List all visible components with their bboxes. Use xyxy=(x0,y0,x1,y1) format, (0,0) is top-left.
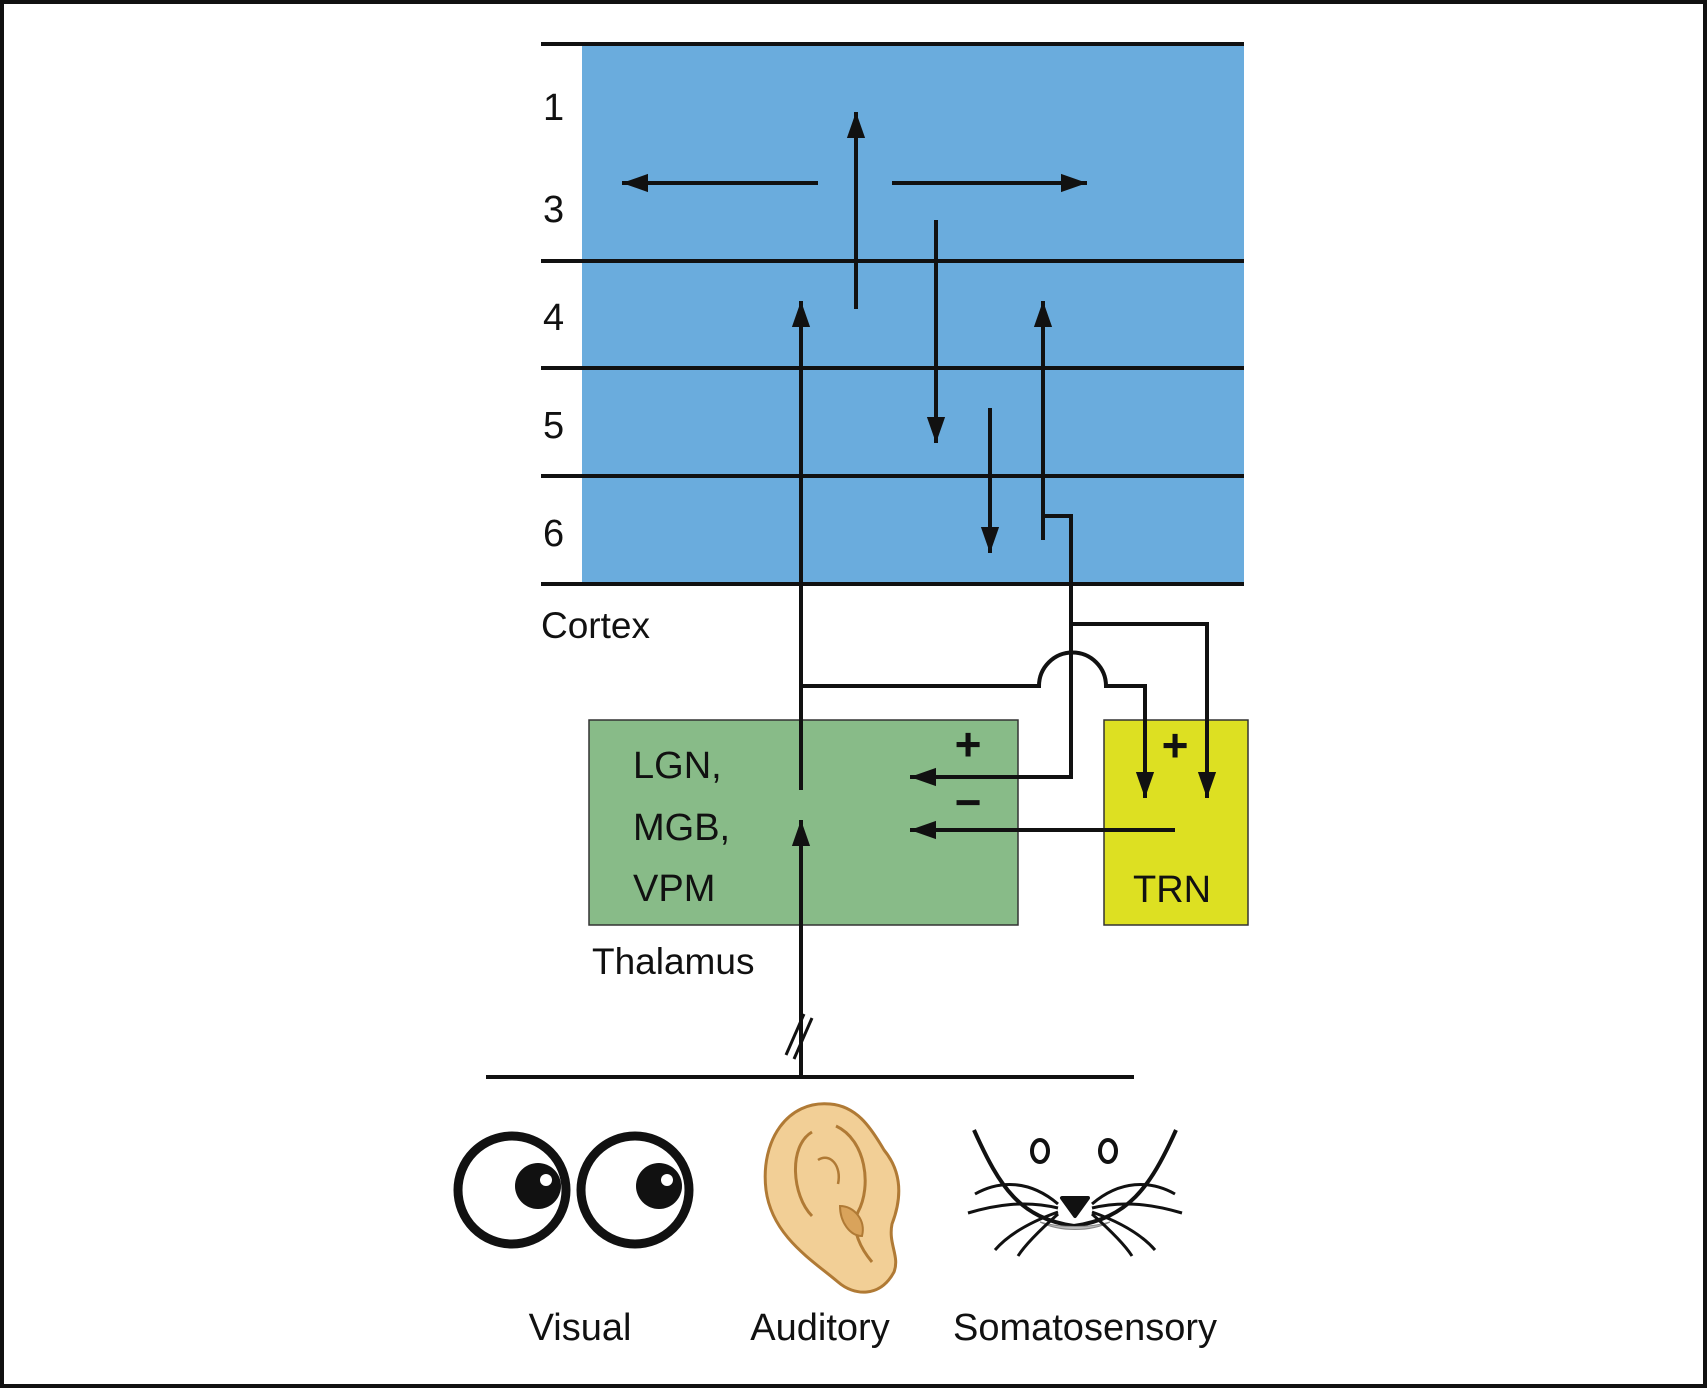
excitatory-sign-trn: + xyxy=(1162,719,1189,771)
cortex-label: Cortex xyxy=(541,605,650,646)
thalamocortical-pathways xyxy=(791,301,1217,1077)
nucleus-label-mgb: MGB, xyxy=(633,807,730,849)
cortex-fill xyxy=(582,44,1244,584)
nucleus-label-lgn: LGN, xyxy=(633,745,722,787)
trn-box xyxy=(1103,719,1249,926)
excitatory-sign-thalamus: + xyxy=(955,718,982,770)
layer-label-5: 5 xyxy=(543,405,564,447)
corticothalamic-feedback xyxy=(910,514,1073,787)
modality-label-somatosensory: Somatosensory xyxy=(953,1307,1217,1349)
intracortical-arrows xyxy=(622,112,1087,553)
layer-label-1: 1 xyxy=(543,87,564,129)
layer-label-6: 6 xyxy=(543,513,564,555)
cortex-block: 1 3 4 5 6 Cortex xyxy=(541,42,1244,646)
layer-label-3: 3 xyxy=(543,189,564,231)
thalamus-label: Thalamus xyxy=(592,941,754,982)
thalamic-collateral-to-trn xyxy=(801,650,1155,798)
layer-label-4: 4 xyxy=(543,297,564,339)
eyes-icon xyxy=(453,1131,694,1249)
modality-label-auditory: Auditory xyxy=(750,1307,889,1349)
modality-label-visual: Visual xyxy=(529,1307,632,1349)
whiskers-icon xyxy=(967,1129,1183,1257)
trn-block: TRN xyxy=(1103,719,1249,926)
nucleus-label-vpm: VPM xyxy=(633,868,715,910)
ear-icon xyxy=(763,1102,901,1294)
corticothalamic-collateral-to-trn xyxy=(1071,622,1217,798)
inhibitory-sign-thalamus: − xyxy=(955,776,982,828)
axis-break-mark xyxy=(784,1013,814,1060)
trn-label: TRN xyxy=(1133,869,1211,911)
